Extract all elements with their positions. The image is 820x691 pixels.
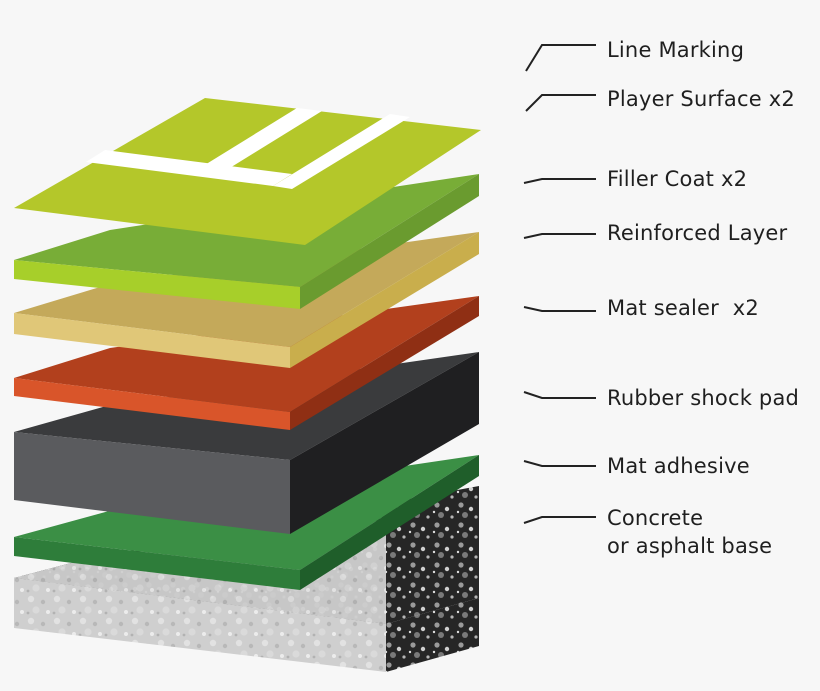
leader-lines (523, 44, 596, 524)
label-rubber-shock-pad: Rubber shock pad (607, 386, 800, 410)
concrete-front-face (14, 578, 386, 672)
label-base-line1: Concrete (607, 506, 704, 530)
label-line-marking: Line Marking (607, 38, 745, 62)
line-marking-center (195, 108, 322, 174)
player-surface-layer (14, 98, 481, 245)
label-player-surface: Player Surface x2 (607, 87, 795, 111)
line-marking-side (273, 114, 410, 189)
label-base-line2: or asphalt base (607, 534, 773, 558)
leader-line-mat-sealer (523, 306, 596, 312)
leader-line-base (523, 516, 596, 524)
asphalt-side-face (386, 598, 479, 672)
label-mat-adhesive: Mat adhesive (607, 454, 750, 478)
leader-line-reinforced-layer (523, 233, 596, 239)
leader-line-filler-coat (523, 178, 596, 184)
label-mat-sealer: Mat sealer x2 (607, 296, 759, 320)
leader-line-rubber-shock-pad (523, 391, 596, 399)
leader-line-line-marking (525, 44, 596, 72)
line-marking-horizontal (86, 150, 292, 186)
label-filler-coat: Filler Coat x2 (607, 167, 748, 191)
leader-line-mat-adhesive (523, 460, 596, 467)
leader-line-player-surface (525, 94, 596, 112)
label-reinforced-layer: Reinforced Layer (607, 221, 788, 245)
